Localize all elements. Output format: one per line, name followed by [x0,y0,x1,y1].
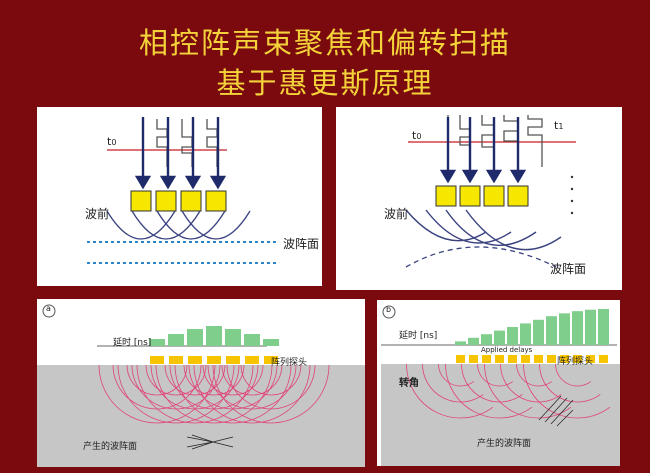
delay-bar [520,323,531,345]
array-element [264,356,278,364]
wavelet-arc [539,363,601,403]
wavelet-arc [117,364,235,424]
array-element [482,355,491,363]
array-element [521,355,530,363]
applied-delays-label: Applied delays [481,346,533,354]
wavelet-arc [98,364,216,424]
steering-drawing [405,115,576,268]
array-element [495,355,504,363]
array-element [534,355,543,363]
panel-b-letter: b [386,305,392,314]
probe-label: 阵列探头 [271,358,308,368]
array-element [560,355,569,363]
wavelet-arc [226,364,316,410]
wave-surface-label: 波阵面 [283,237,320,251]
t0-label: t0 [412,129,422,142]
delay-bar [263,339,279,346]
wavelet-arc [145,364,207,396]
wavelet-arc [126,364,188,396]
delay-bar [187,329,203,346]
delay-label: 延时 [ns] [399,331,438,341]
delay-bar [244,334,260,346]
delay-bar [494,330,505,345]
wavelet-arc [445,363,533,419]
wavelet-arc [221,364,283,396]
wavelet-arc [422,363,484,403]
t0-label: t0 [107,135,117,148]
delay-bar [481,334,492,345]
array-element [599,355,608,363]
delay-bar [206,326,222,346]
wavelet-arc [240,364,302,396]
delay-bar [168,334,184,346]
steer-angle-label: 转角 [399,378,419,389]
wave-front-label: 波前 [384,207,409,221]
delay-bar [585,309,596,345]
steering-law-diagram: b 延时 [ns] Applied delays 阵列探头 转角 产生的波阵面 [377,300,620,466]
wavelet-arc [477,363,513,387]
wavelet-arc [555,363,591,387]
page-title-line1: 相控阵声束聚焦和偏转扫描 [138,26,511,60]
wavelet-arc [523,363,611,419]
delay-bar [455,341,466,345]
wavelet-arc [164,364,226,396]
array-element [456,355,465,363]
wavelet-arc [207,364,297,410]
array-element [508,355,517,363]
wavelet-arc [183,364,245,396]
delay-bar [559,313,570,345]
steering-diagram: t0 t1 波前 波阵面 [336,107,622,290]
array-element [188,356,202,364]
delay-bar [546,316,557,345]
array-element [226,356,240,364]
delay-bar [468,337,479,345]
wavelet-arc [212,364,330,424]
wavelet-arc [461,363,523,403]
delay-bar [507,327,518,345]
wave-surface-label: 波阵面 [550,262,587,276]
result-wavefront-label: 产生的波阵面 [83,442,138,452]
page-title-line2: 基于惠更斯原理 [216,66,434,100]
array-element [245,356,259,364]
wavelet-arc [500,363,562,403]
array-element [169,356,183,364]
probe-label: 阵列探头 [557,357,594,367]
focal-law-diagram: a 延时 [ns] 阵列探头 产生的波阵面 [37,299,365,467]
wavelet-arc [438,363,474,387]
wavelet-arc [155,364,273,424]
wavelet-arc [406,363,494,419]
array-element [469,355,478,363]
wavelet-arc [136,364,254,424]
delay-label: 延时 [ns] [113,338,152,348]
delay-bar [598,309,609,345]
steering-law-drawing [381,305,620,466]
t1-label: t1 [554,119,564,132]
wavelet-arc [516,363,552,387]
array-element [547,355,556,363]
array-element [150,356,164,364]
delay-bar [572,311,583,345]
delay-bar [225,329,241,346]
array-element [207,356,221,364]
wavelet-arc [202,364,264,396]
array-element [586,355,595,363]
wavelet-arc [193,364,311,424]
focusing-drawing [87,117,277,264]
focusing-diagram: t0 波前 波阵面 [37,107,322,286]
focal-law-drawing [37,304,365,467]
wave-front-label: 波前 [85,207,110,221]
delay-bar [149,339,165,346]
delay-bar [533,319,544,345]
wavelet-arc [174,364,292,424]
result-wavefront-label: 产生的波阵面 [477,439,532,449]
wavelet-arc [484,363,572,419]
panel-a-letter: a [46,304,51,313]
array-element [573,355,582,363]
